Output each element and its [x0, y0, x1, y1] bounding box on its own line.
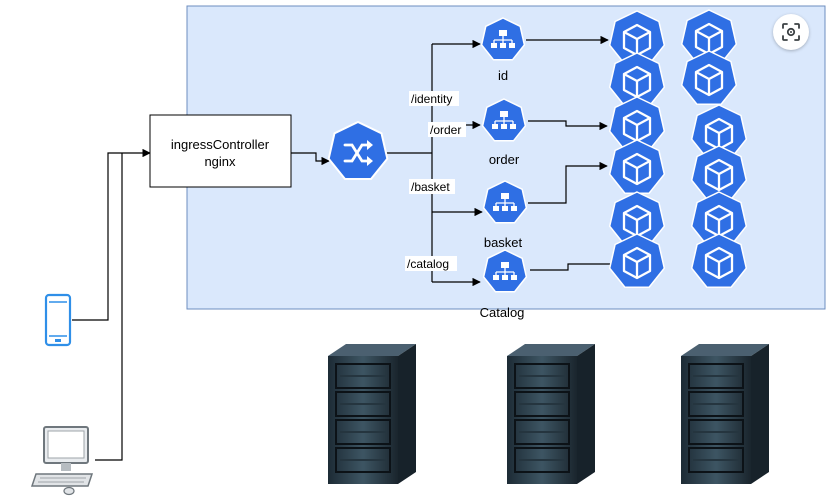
route-label-order: /order — [430, 123, 461, 137]
service-icon-catalog — [482, 249, 528, 293]
service-label-catalog: Catalog — [480, 305, 525, 320]
route-label-basket: /basket — [411, 180, 450, 194]
service-labels: id order basket Catalog — [480, 68, 525, 320]
route-label-identity: /identity — [411, 92, 452, 106]
pod-icon — [690, 233, 748, 288]
server-rack-icon — [681, 344, 769, 484]
server-rack-icon — [507, 344, 595, 484]
server-rack-icon — [328, 344, 416, 484]
pod-icon — [608, 191, 666, 246]
desktop-computer-icon — [30, 426, 94, 496]
route-labels: /identity /order /basket /catalog — [405, 91, 466, 271]
service-label-basket: basket — [484, 235, 523, 250]
connector-lines — [72, 35, 612, 461]
ingress-controller-label: ingressController — [171, 137, 270, 152]
pod-icon — [608, 233, 666, 288]
route-label-catalog: /catalog — [407, 257, 449, 271]
router-shuffle-icon — [327, 120, 389, 180]
service-label-id: id — [498, 68, 508, 83]
lens-search-icon — [782, 23, 800, 41]
service-icon-id — [480, 17, 526, 61]
service-label-order: order — [489, 152, 520, 167]
ingress-controller-box: ingressController nginx — [149, 114, 292, 188]
ingress-nginx-label: nginx — [204, 154, 236, 169]
lens-search-button[interactable] — [773, 14, 809, 50]
mobile-phone-icon — [44, 293, 72, 347]
service-icon-order — [481, 98, 527, 142]
service-icon-basket — [482, 180, 528, 224]
pod-icon — [680, 50, 738, 105]
pod-icon — [690, 145, 748, 200]
pod-icon — [608, 10, 666, 65]
